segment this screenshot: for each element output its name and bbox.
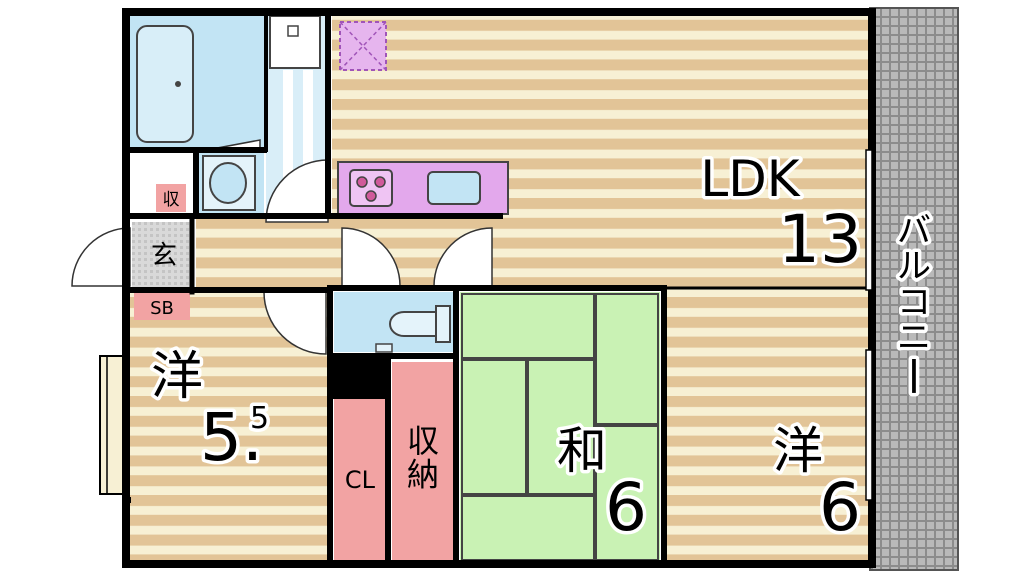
bathtub [136,25,194,143]
sink [427,171,481,205]
entrance-floor [132,222,194,290]
tatami-mats [461,293,659,561]
ldk-room-name: LDK [700,150,800,208]
shoe-box [134,292,190,320]
burner [374,176,386,188]
balcony-window-mullion [865,349,873,501]
western-right-size: 6 [819,469,861,546]
storage-label: 収納 [407,422,439,494]
wash-basin [209,162,247,204]
faucet [287,25,299,37]
toilet-bowl [389,311,437,337]
balcony-window-mullion [865,149,873,291]
bath-drain [175,81,181,87]
small-storage [156,184,186,212]
hall-floor [196,214,870,287]
door-swings [71,139,493,355]
shoe-box-label: SB [150,298,174,319]
japanese-room-size: 6 [605,469,647,546]
storage-small-label: 収 [163,190,180,210]
western-left-name: 洋 [151,347,203,407]
balcony-label: バルコニ| [897,211,931,394]
burner [356,176,368,188]
western-left-size: 5. [200,399,263,476]
ceiling-hatch [339,21,387,71]
toilet-paper [375,343,393,353]
laundry-stripe [283,70,293,214]
washing-machine [269,15,321,69]
balcony-area [869,7,959,571]
laundry-stripe [303,70,313,214]
japanese-room-name: 和 [557,422,607,480]
storage-area [392,362,454,562]
burner [365,190,377,202]
western-right-name: 洋 [773,422,823,480]
ldk-room-size: 13 [778,201,862,278]
western-left-size-sup: 5 [250,401,269,436]
toilet-tank [435,305,451,343]
closet-area [334,398,386,562]
closet-label: CL [345,466,376,494]
western-right-floor [665,287,870,562]
entrance-label: 玄 [151,241,177,271]
wall-block [330,356,388,396]
